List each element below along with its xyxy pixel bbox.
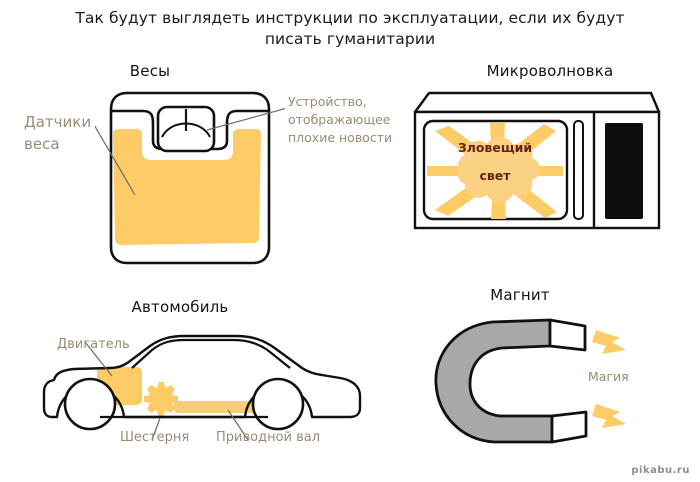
car-front-wheel [63, 377, 117, 431]
panel-title-microwave: Микроволновка [486, 62, 614, 80]
magnet-spark-bottom [592, 404, 626, 428]
scales-leader-sensors [95, 125, 136, 196]
label-weight-sensors: Датчики веса [24, 111, 91, 155]
watermark-pikabu: pikabu.ru [631, 465, 690, 476]
panel-title-scales: Весы [129, 62, 171, 80]
label-car-gear: Шестерня [120, 430, 190, 445]
label-magnet-magic: Магия [588, 369, 629, 384]
page-title-line-2: писать гуманитарии [264, 30, 436, 48]
ominous-light-text-line-1: Зловещий [458, 140, 532, 155]
microwave-diagram: Зловещий свет [413, 90, 661, 235]
label-bad-news-display: Устройство, отображающее плохие новости [288, 93, 392, 147]
car-leader-driveshaft [227, 409, 249, 441]
microwave-top-face [413, 91, 661, 114]
ominous-light-core [456, 136, 541, 203]
magnet-pole-bottom [550, 410, 588, 444]
car-body-outline [42, 334, 362, 419]
panel-title-magnet: Магнит [490, 286, 550, 304]
scales-leader-display [206, 108, 285, 131]
microwave-door-handle [573, 120, 584, 220]
scales-outline [109, 91, 271, 265]
car-leader-engine [84, 341, 113, 377]
magnet-body [434, 318, 554, 444]
scales-sensor-fill [113, 129, 261, 245]
magnet-spark-top [592, 330, 626, 354]
magnet-pole-top [548, 318, 587, 352]
label-car-driveshaft: Приводной вал [216, 430, 321, 445]
ominous-light-text-line-2: свет [479, 168, 511, 183]
magnet-diagram [430, 312, 660, 462]
page-title-line-1: Так будут выглядеть инструкции по эксплу… [75, 9, 625, 27]
car-leader-gear [151, 417, 161, 441]
label-bad-news-display-line-3: плохие новости [288, 130, 393, 145]
car-rear-wheel [251, 377, 305, 431]
page-title: Так будут выглядеть инструкции по эксплу… [0, 8, 700, 50]
panel-title-car: Автомобиль [131, 298, 229, 316]
scales-diagram [95, 85, 285, 275]
label-bad-news-display-line-1: Устройство, [288, 94, 367, 109]
car-gear [144, 382, 178, 416]
label-weight-sensors-line-1: Датчики [24, 113, 92, 131]
label-weight-sensors-line-2: веса [24, 135, 60, 153]
label-bad-news-display-line-2: отображающее [288, 112, 391, 127]
car-driveshaft [173, 401, 263, 413]
label-car-engine: Двигатель [57, 337, 130, 352]
microwave-control-panel [605, 123, 643, 219]
car-cabin-line [131, 338, 291, 369]
car-diagram [40, 330, 370, 450]
